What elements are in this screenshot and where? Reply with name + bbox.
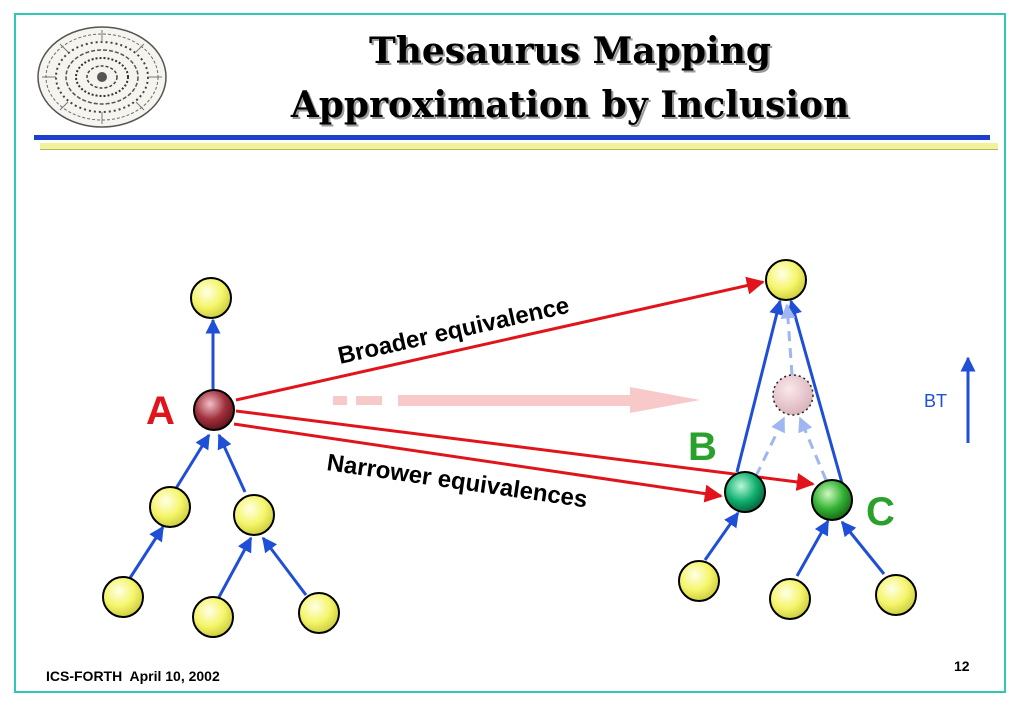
edge-ll3-to-l2 (261, 536, 308, 596)
edge-ll2-to-l2 (217, 536, 253, 598)
label-b: B (688, 425, 717, 469)
node-right-r2 (769, 578, 811, 620)
node-left-ll1 (102, 576, 144, 618)
label-broader: Broader equivalence (335, 292, 571, 370)
narrower-arrow-to-c (235, 409, 815, 491)
label-bt: BT (924, 391, 947, 411)
node-left-ll3 (298, 592, 340, 634)
broader-arrow (235, 276, 765, 402)
node-b (724, 471, 766, 513)
label-c: C (866, 490, 895, 534)
edge-r1-to-b (703, 511, 740, 561)
approximation-arrow (333, 387, 700, 413)
node-right-r3 (875, 574, 917, 616)
narrower-arrow-to-b (233, 422, 723, 503)
page-number: 12 (954, 658, 970, 674)
left-tree-nodes (102, 277, 340, 638)
label-narrower: Narrower equivalences (325, 449, 589, 513)
right-tree-nodes (678, 259, 917, 620)
node-left-l2 (233, 494, 275, 536)
title-line-2: Approximation by Inclusion (290, 84, 850, 126)
phaistos-disc-logo (37, 26, 167, 128)
edge-r2-to-c (795, 519, 830, 577)
title-line-1: Thesaurus Mapping (368, 30, 772, 72)
edge-r3-to-c (840, 520, 886, 575)
node-left-l1 (149, 486, 191, 528)
header-rule-blue (34, 135, 990, 140)
footer-left: ICS-FORTH April 10, 2002 (46, 668, 220, 684)
edge-b-to-top (735, 299, 784, 473)
edge-b-to-ghost (754, 416, 786, 477)
edge-l1-to-a (173, 433, 211, 491)
node-left-top (190, 277, 232, 319)
edge-ll1-to-l1 (128, 525, 165, 579)
label-a: A (146, 389, 175, 433)
node-left-ll2 (192, 596, 234, 638)
slide-title: Thesaurus Mapping Approximation by Inclu… (240, 24, 900, 132)
header-rule-yellow (40, 143, 998, 150)
edge-l2-to-a (217, 433, 247, 493)
node-ghost (772, 374, 814, 416)
edge-ghost-to-top (780, 303, 796, 376)
left-tree-edges (128, 318, 308, 598)
edge-c-to-ghost (798, 416, 828, 481)
right-tree-edges (703, 299, 976, 577)
slide-frame (14, 13, 1006, 693)
node-c (811, 479, 853, 521)
node-right-top (765, 259, 807, 301)
node-a (193, 389, 235, 431)
edge-c-to-top (787, 299, 844, 484)
node-right-r1 (678, 560, 720, 602)
mapping-arrows (233, 276, 815, 503)
